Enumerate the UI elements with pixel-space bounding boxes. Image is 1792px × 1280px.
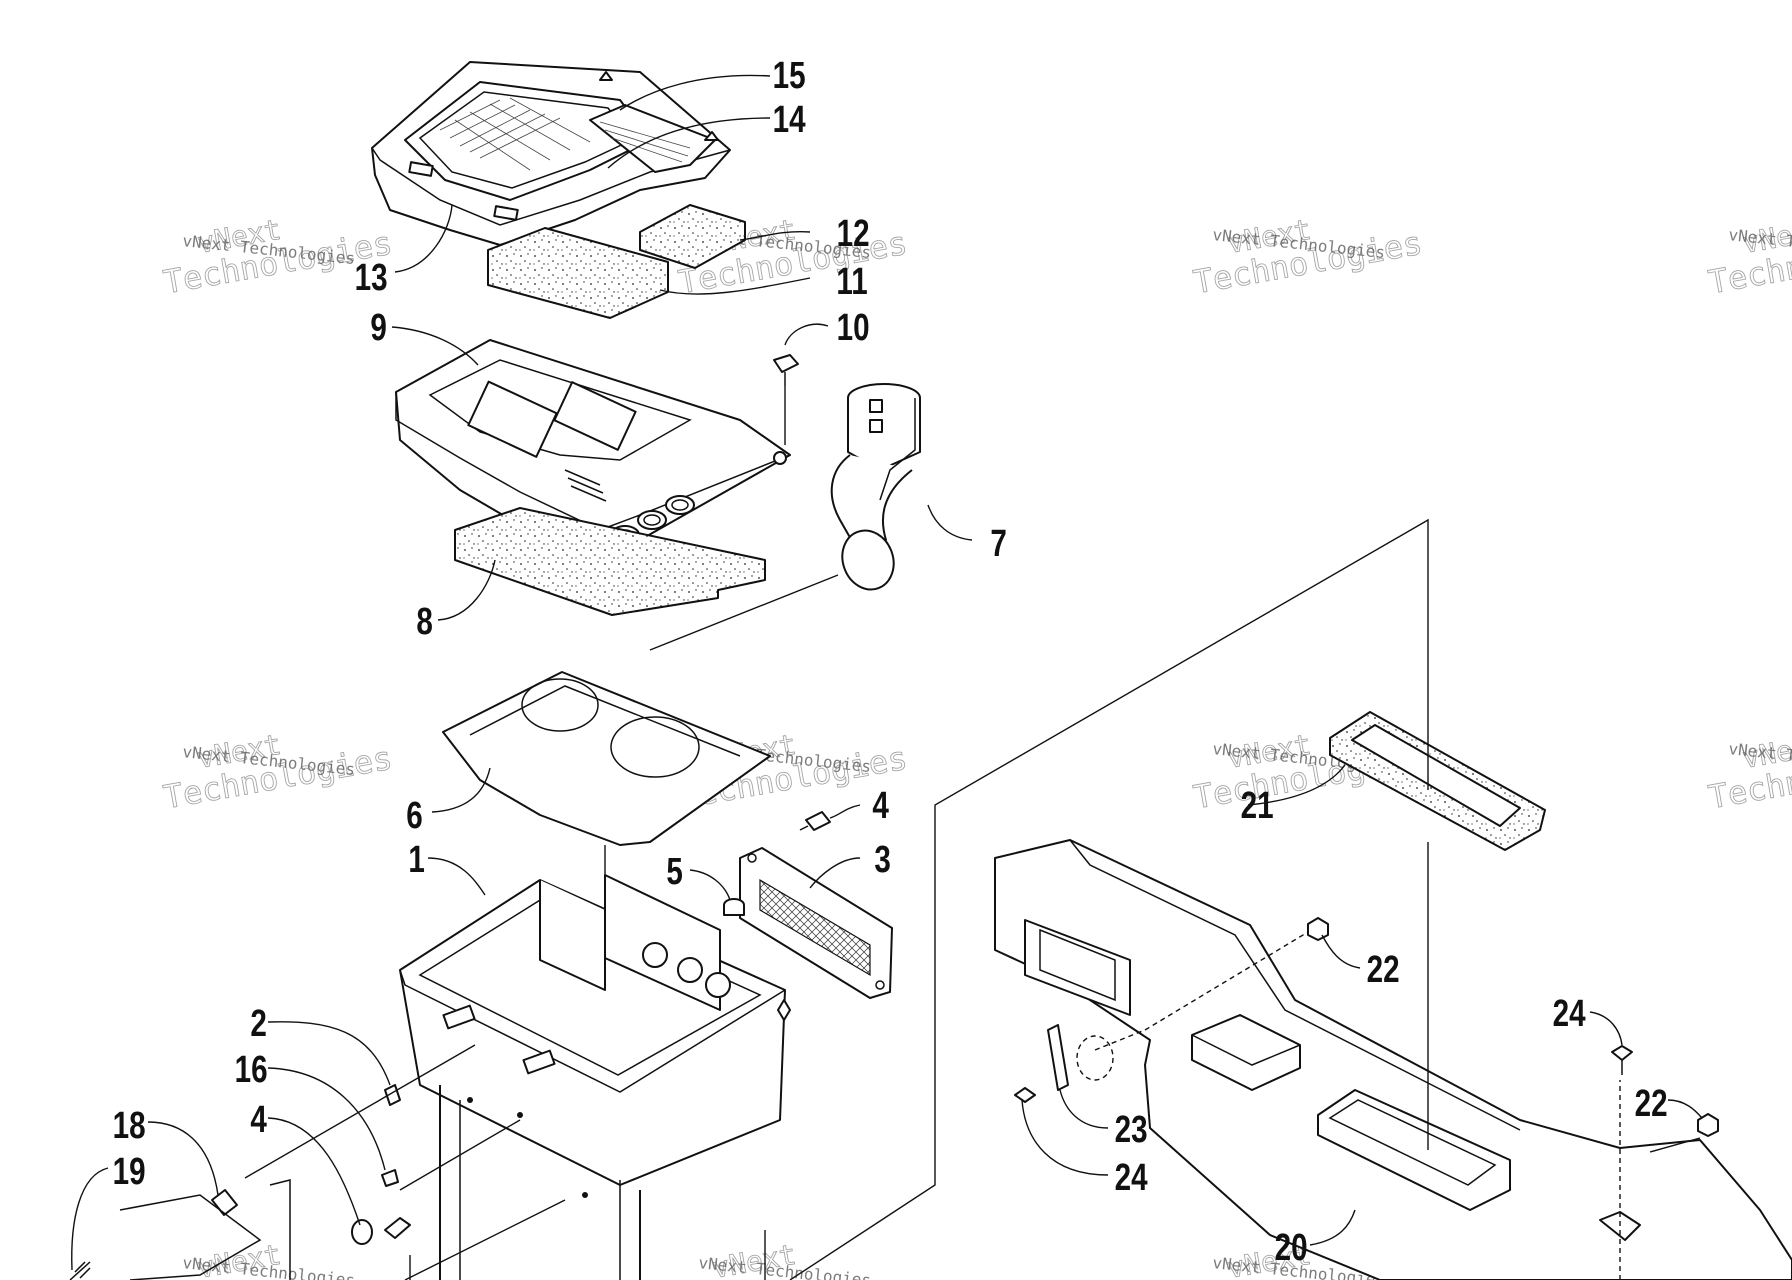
callout-7: 7 [990, 523, 1006, 565]
reference-lines [409, 518, 1701, 1280]
screw-10 [773, 354, 799, 445]
callout-3: 3 [874, 839, 890, 881]
air-box-lid [371, 61, 731, 246]
watermark-group: vNext Technologies vNext Technologies vN… [160, 212, 1792, 1280]
callout-20: 20 [1275, 1227, 1308, 1269]
callout-8: 8 [416, 601, 432, 643]
callout-14: 14 [773, 99, 806, 141]
callout-5: 5 [666, 851, 682, 893]
callout-15: 15 [773, 55, 806, 97]
callout-22-upper: 22 [1367, 949, 1400, 991]
callout-18: 18 [113, 1105, 146, 1147]
callout-2: 2 [250, 1003, 266, 1045]
callout-24-right: 24 [1553, 993, 1586, 1035]
intake-duct [830, 383, 921, 591]
foam-filter-lower [454, 507, 766, 616]
clip-23 [1047, 1024, 1114, 1091]
callout-11: 11 [836, 261, 867, 303]
callout-23: 23 [1115, 1109, 1148, 1151]
nut-22-lower [1697, 1113, 1719, 1137]
callout-12: 12 [837, 213, 870, 255]
screw-24-left [1014, 1087, 1036, 1103]
lid-label [589, 104, 716, 173]
bolt-4-upper [799, 811, 831, 831]
callout-22-lower: 22 [1635, 1083, 1668, 1125]
callout-21: 21 [1241, 785, 1274, 827]
flange-plate [739, 847, 893, 999]
callout-24-left: 24 [1115, 1157, 1148, 1199]
callout-9: 9 [370, 307, 386, 349]
lid-decal-panel [404, 81, 651, 201]
callout-6: 6 [406, 795, 422, 837]
plug-5 [723, 898, 745, 916]
callout-labels: 15 14 12 13 11 9 10 7 8 6 4 1 5 3 21 22 … [113, 55, 1668, 1269]
callout-13: 13 [355, 257, 388, 299]
callout-1: 1 [408, 839, 424, 881]
callout-19: 19 [113, 1151, 146, 1193]
gasket-plate [442, 671, 771, 846]
air-box [399, 874, 791, 1280]
intake-housing [994, 839, 1792, 1280]
callout-4-lower: 4 [250, 1099, 267, 1141]
decal-grid [439, 97, 591, 171]
callout-16: 16 [235, 1049, 268, 1091]
screw-24-right [1611, 1045, 1633, 1075]
gasket-21 [1329, 711, 1546, 851]
leader-lines [71, 74, 1703, 1271]
callout-10: 10 [837, 307, 870, 349]
nut-22-upper [1307, 917, 1329, 941]
callout-4-upper: 4 [872, 785, 889, 827]
